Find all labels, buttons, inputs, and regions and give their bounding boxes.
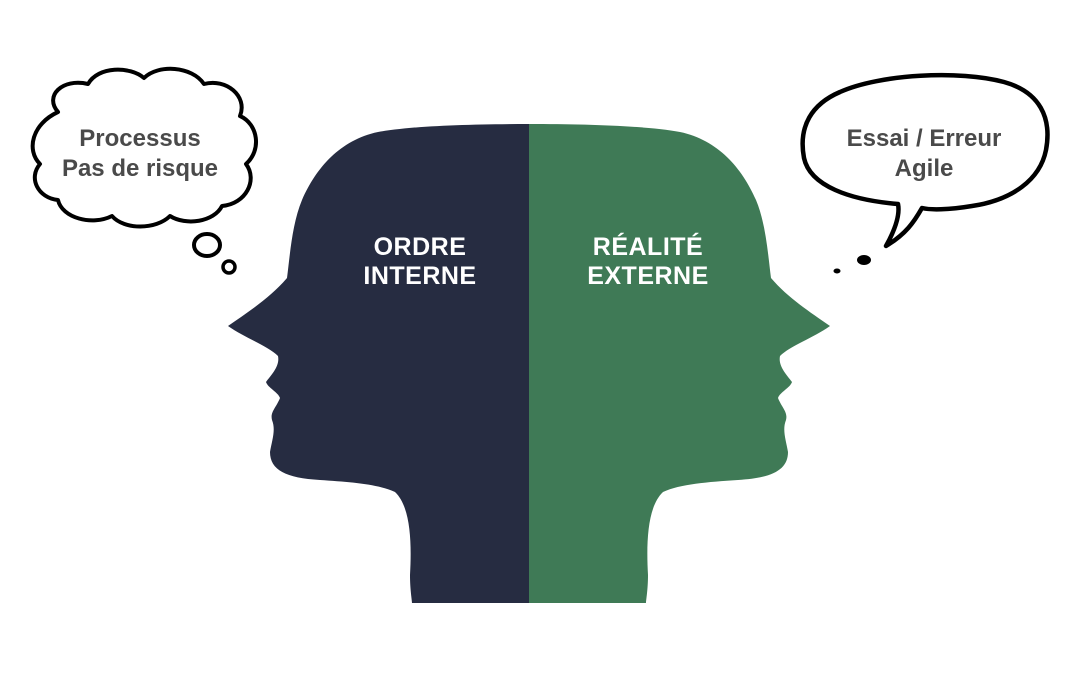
speech-dot-large [857, 255, 871, 265]
thought-dot-large [192, 232, 222, 258]
right-head-label-line1: RÉALITÉ [593, 232, 703, 261]
thought-dot-small [221, 259, 237, 275]
thought-bubble-line1: Processus [79, 125, 200, 152]
right-head-label-line2: EXTERNE [587, 262, 709, 290]
speech-bubble-line2: Agile [895, 155, 954, 182]
left-head-label-line2: INTERNE [363, 262, 476, 290]
speech-dot-small [833, 268, 841, 274]
thought-bubble-line2: Pas de risque [62, 155, 218, 182]
left-head-label-line1: ORDRE [374, 233, 467, 261]
speech-bubble-line1: Essai / Erreur [847, 125, 1002, 152]
left-head-silhouette [228, 124, 529, 603]
thought-cloud-bubble [30, 66, 259, 229]
speech-bubble [800, 72, 1050, 249]
right-head-silhouette [529, 124, 830, 603]
